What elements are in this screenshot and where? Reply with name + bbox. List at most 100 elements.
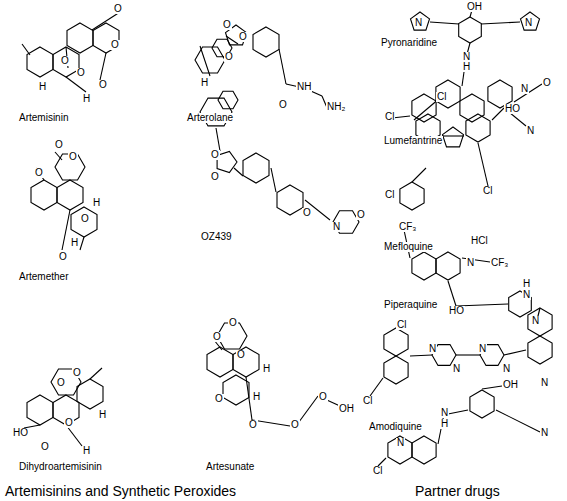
bond-line [430,22,459,24]
bond-line [62,210,70,250]
atom-label: NH [296,82,312,92]
atom-label: O [58,252,68,262]
compound-name: Artesunate [205,462,255,472]
atom-label: O [278,100,288,110]
atom-label: Cl [396,320,407,330]
atom-label: N [524,18,533,28]
atom-label: N [428,344,437,354]
bond-line [80,237,84,250]
atom-label: H [92,198,101,208]
ring-bond [443,127,464,147]
atom-label: H [200,78,209,88]
atom-label: N [502,364,511,374]
atom-label: O [210,172,220,182]
bond-line [448,281,456,306]
ring-bond [466,114,490,142]
atom-label: N [452,364,461,374]
ring-bond [57,180,83,210]
atom-label: O [80,214,90,224]
atom-label: O [110,40,120,50]
atom-label: Cl [362,396,373,406]
atom-label: O [60,56,70,66]
ring-bond [233,347,259,377]
ring-bond [71,207,97,237]
atom-label: CF₃ [490,258,509,268]
ring-bond [411,12,430,30]
atom-label: H [70,238,79,248]
ring-bond [218,91,238,108]
atom-label: O [356,210,366,220]
atom-label: O [302,208,312,218]
ring-bond [207,347,233,377]
compound-name: Pyronaridine [380,38,438,48]
bond-line [90,368,102,379]
atom-label: O [228,318,238,328]
atom-label: O [236,350,246,360]
bond-line [200,46,210,76]
atom-label: OH [466,2,483,12]
atom-label: Cl [372,466,383,476]
bond-line [492,108,504,120]
compound-name: OZ439 [200,232,233,242]
compound-name: Partner drugs [414,484,501,498]
atom-label: Cl [482,186,493,196]
bond-line [66,77,86,92]
atom-label: Cl [384,190,395,200]
ring-bond [436,252,460,280]
atom-label: N [396,438,405,448]
ring-bond [509,291,532,317]
ring-bond [217,152,237,173]
bond-line [66,425,82,446]
atom-label: O [238,32,248,42]
atom-label: H [462,62,471,72]
bond-line [226,36,238,44]
atom-label: O [68,152,78,162]
bond-line [481,22,520,24]
bond-line [271,168,276,192]
atom-label: O [210,150,220,160]
ring-bond [384,328,408,356]
atom-label: Cl [436,92,447,102]
atom-label: N [531,316,540,326]
atom-label: O [34,168,44,178]
ring-bond [459,17,482,43]
atom-label: N [526,126,535,136]
ring-bond [412,94,436,122]
compound-name: Piperaquine [383,300,438,310]
compound-name: Artemisinin [18,113,69,123]
atom-label: H [522,279,531,289]
bond-line [234,168,243,176]
ring-bond [77,379,103,409]
atom-label: OH [338,404,355,414]
atom-label: N [478,344,487,354]
ring-bond [223,375,249,405]
atom-label: H [252,392,261,402]
atom-label: O [72,368,82,378]
bond-line [279,49,286,84]
compound-name: Dihydroartemisinin [18,462,103,472]
atom-label: NH₂ [326,102,346,112]
ring-bond [67,23,93,53]
atom-label: O [54,140,64,150]
ring-bond [528,308,552,336]
atom-label: H [82,94,91,104]
bond-line [22,44,30,55]
atom-label: N [414,18,423,28]
atom-label: N [540,428,549,438]
atom-label: O [222,20,232,30]
compound-name: Artemisinins and Synthetic Peroxides [4,484,237,498]
atom-label: O [318,392,328,402]
atom-label: O [56,378,66,388]
atom-label: O [76,68,86,78]
ring-bond [436,80,460,108]
atom-label: N [522,290,531,300]
bond-line [496,410,540,432]
atom-label: O [212,332,222,342]
atom-label: HO [12,428,29,438]
compound-name: HCl [470,236,489,246]
bond-line [478,143,488,186]
atom-label: N [462,52,471,62]
compound-name: Artemether [18,272,69,282]
ring-bond [412,436,436,464]
